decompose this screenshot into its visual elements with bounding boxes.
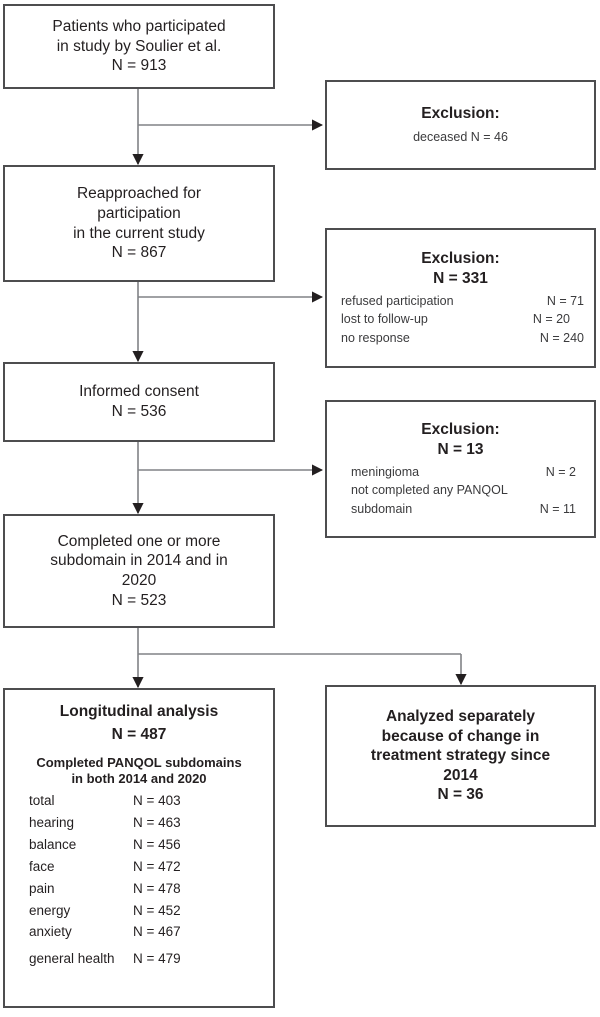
exclusion-3-reason-list: meningioma N = 2 not completed any PANQO… [327, 463, 594, 517]
exclusion-1-title: Exclusion: [421, 104, 500, 122]
exclusion-3-count: N = 13 [437, 440, 484, 458]
longitudinal-subheader-line2: in both 2014 and 2020 [71, 770, 207, 786]
source-cohort-line2: in study by Soulier et al. [56, 37, 222, 55]
subdomain-row: general health N = 479 [29, 948, 259, 970]
subdomain-label: hearing [29, 815, 75, 831]
exclusion-2-reason-list: refused participation N = 71 lost to fol… [327, 292, 594, 346]
reason-value: N = 11 [539, 501, 576, 516]
subdomain-list: total N = 403 hearing N = 463 balance N … [5, 790, 273, 970]
informed-consent-line1: Informed consent [79, 383, 199, 401]
subdomain-label: face [29, 858, 55, 874]
subdomain-value: N = 403 [133, 793, 181, 809]
reapproached-count: N = 867 [111, 244, 167, 262]
reapproached-line3: in the current study [73, 224, 205, 242]
analyzed-separately-line4: 2014 [443, 766, 478, 784]
analyzed-separately-line1: Analyzed separately [385, 708, 536, 726]
reapproached-line2: participation [97, 204, 181, 222]
exclusion-2-count: N = 331 [433, 269, 488, 287]
subdomain-label: anxiety [29, 924, 72, 940]
reason-value: N = 20 [532, 312, 570, 327]
exclusion-3-title: Exclusion: [421, 421, 500, 439]
subdomain-row: face N = 472 [29, 856, 259, 878]
node-completed-subdomain: Completed one or more subdomain in 2014 … [3, 514, 275, 628]
reason-value: N = 2 [545, 465, 576, 480]
subdomain-value: N = 463 [133, 815, 181, 831]
subdomain-row: balance N = 456 [29, 834, 259, 856]
reapproached-line1: Reapproached for [76, 185, 202, 203]
node-exclusion-2: Exclusion: N = 331 refused participation… [325, 228, 596, 368]
exclusion-2-reason-row: refused participation N = 71 [341, 292, 584, 310]
subdomain-label: energy [29, 902, 71, 918]
exclusion-2-reason-row: no response N = 240 [341, 329, 584, 347]
reason-value: N = 240 [539, 330, 584, 345]
subdomain-label: pain [29, 880, 55, 896]
subdomain-row: pain N = 478 [29, 878, 259, 900]
subdomain-row: energy N = 452 [29, 900, 259, 922]
reason-label: no response [341, 330, 410, 345]
subdomain-row: hearing N = 463 [29, 812, 259, 834]
analyzed-separately-count: N = 36 [437, 786, 484, 804]
exclusion-3-reason-row: subdomain N = 11 [351, 500, 576, 518]
subdomain-value: N = 472 [133, 858, 181, 874]
completed-subdomain-count: N = 523 [111, 591, 167, 609]
node-longitudinal-analysis: Longitudinal analysis N = 487 Completed … [3, 688, 275, 1008]
longitudinal-count: N = 487 [111, 725, 167, 743]
source-cohort-line1: Patients who participated [52, 18, 226, 36]
exclusion-1-detail: deceased N = 46 [413, 130, 508, 145]
completed-subdomain-line1: Completed one or more [57, 532, 221, 550]
longitudinal-subheader: Completed PANQOL subdomains in both 2014… [36, 755, 241, 786]
subdomain-label: general health [29, 951, 115, 967]
subdomain-label: balance [29, 836, 77, 852]
subdomain-row: anxiety N = 467 [29, 921, 259, 943]
exclusion-2-title: Exclusion: [421, 250, 500, 268]
node-analyzed-separately: Analyzed separately because of change in… [325, 685, 596, 827]
reason-value: N = 71 [546, 294, 584, 309]
reason-label: not completed any PANQOL [351, 483, 508, 498]
exclusion-3-reason-row: not completed any PANQOL [351, 481, 576, 499]
subdomain-row: total N = 403 [29, 790, 259, 812]
longitudinal-subheader-line1: Completed PANQOL subdomains [36, 755, 242, 771]
completed-subdomain-line3: 2020 [121, 572, 157, 589]
node-informed-consent: Informed consent N = 536 [3, 362, 275, 442]
node-exclusion-1: Exclusion: deceased N = 46 [325, 80, 596, 170]
node-source-cohort: Patients who participated in study by So… [3, 4, 275, 89]
reason-label: refused participation [341, 294, 454, 309]
completed-subdomain-line2: subdomain in 2014 and in [50, 552, 228, 570]
source-cohort-count: N = 913 [111, 57, 167, 75]
subdomain-value: N = 467 [133, 924, 181, 940]
subdomain-value: N = 452 [133, 902, 181, 918]
longitudinal-title: Longitudinal analysis [59, 703, 219, 720]
analyzed-separately-line2: because of change in [381, 727, 540, 745]
reason-label: lost to follow-up [341, 312, 428, 327]
subdomain-value: N = 478 [133, 880, 181, 896]
subdomain-value: N = 456 [133, 836, 181, 852]
reason-label: subdomain [351, 501, 413, 516]
exclusion-3-reason-row: meningioma N = 2 [351, 463, 576, 481]
exclusion-2-reason-row: lost to follow-up N = 20 [341, 310, 584, 328]
analyzed-separately-line3: treatment strategy since [370, 747, 551, 765]
informed-consent-count: N = 536 [111, 403, 167, 420]
node-exclusion-3: Exclusion: N = 13 meningioma N = 2 not c… [325, 400, 596, 538]
subdomain-value: N = 479 [133, 951, 181, 967]
node-reapproached: Reapproached for participation in the cu… [3, 165, 275, 282]
subdomain-label: total [29, 793, 55, 809]
reason-label: meningioma [351, 465, 420, 480]
